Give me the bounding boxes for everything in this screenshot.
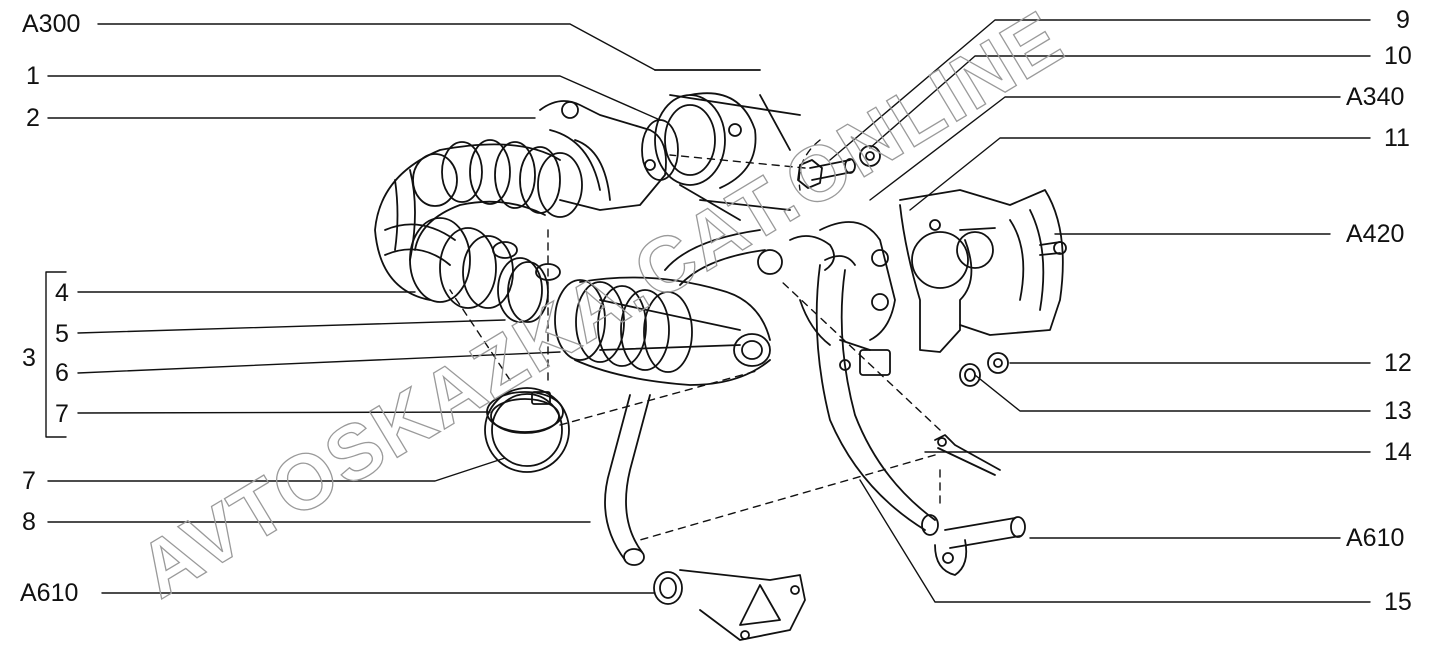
leader-a300 — [97, 23, 656, 71]
label-1: 1 — [26, 62, 40, 90]
label-a420: A420 — [1346, 220, 1405, 248]
label-15: 15 — [1384, 588, 1412, 616]
hose-15 — [815, 255, 939, 536]
top-flange-a300 — [654, 69, 801, 221]
leader-9 — [829, 19, 1371, 161]
label-14: 14 — [1384, 438, 1412, 466]
label-8: 8 — [22, 508, 36, 536]
label-10: 10 — [1384, 42, 1412, 70]
guide-hose — [639, 454, 936, 541]
guide-clamp-left — [449, 289, 511, 381]
label-2: 2 — [26, 104, 40, 132]
label-a340: A340 — [1346, 83, 1405, 111]
label-7-lower: 7 — [22, 467, 36, 495]
engine-block-a420 — [899, 189, 1067, 353]
leader-7b — [47, 457, 506, 482]
pipe-a610-right — [934, 516, 1026, 576]
leader-a340 — [869, 96, 1341, 201]
pipe-a610-left — [653, 569, 806, 641]
throttle-pipe — [539, 100, 679, 211]
bracket-3 — [45, 271, 67, 438]
bolt-9 — [797, 158, 856, 189]
label-5: 5 — [55, 320, 69, 348]
leader-15 — [859, 479, 1371, 603]
corrugated-hose-upper — [374, 139, 583, 301]
leader-10 — [869, 55, 1371, 149]
leader-13 — [974, 374, 1371, 412]
nut-13 — [959, 363, 981, 387]
sensor-clip-14 — [934, 434, 1001, 476]
leader-lines — [45, 19, 1371, 603]
leader-1 — [47, 75, 661, 121]
label-a610-right: A610 — [1346, 524, 1405, 552]
label-9: 9 — [1396, 6, 1410, 34]
leader-11 — [909, 137, 1371, 211]
label-a300: A300 — [22, 10, 81, 38]
throttle-assembly-a340 — [757, 221, 896, 376]
guide-bolt — [669, 154, 806, 169]
ring-5 — [497, 257, 561, 323]
label-13: 13 — [1384, 397, 1412, 425]
clamp-7-lower — [484, 387, 570, 473]
leader-6 — [77, 351, 561, 374]
label-3: 3 — [22, 344, 36, 372]
leader-7a — [77, 411, 491, 414]
label-12: 12 — [1384, 349, 1412, 377]
label-a610-left: A610 — [20, 579, 79, 607]
label-6: 6 — [55, 359, 69, 387]
label-11: 11 — [1384, 124, 1410, 152]
washer-10 — [859, 145, 881, 167]
hose-8 — [604, 229, 766, 566]
washer-12 — [987, 352, 1009, 374]
label-7-upper: 7 — [55, 400, 69, 428]
guide-clamp-nipple — [559, 369, 761, 426]
label-4: 4 — [55, 279, 69, 307]
corrugated-hose-lower — [554, 276, 771, 386]
guide-bracket — [798, 139, 821, 191]
leader-5 — [77, 319, 506, 334]
watermark: AVTOSKAZKA.CAT.ONLINE — [123, 0, 1077, 615]
connector-4 — [409, 217, 518, 309]
